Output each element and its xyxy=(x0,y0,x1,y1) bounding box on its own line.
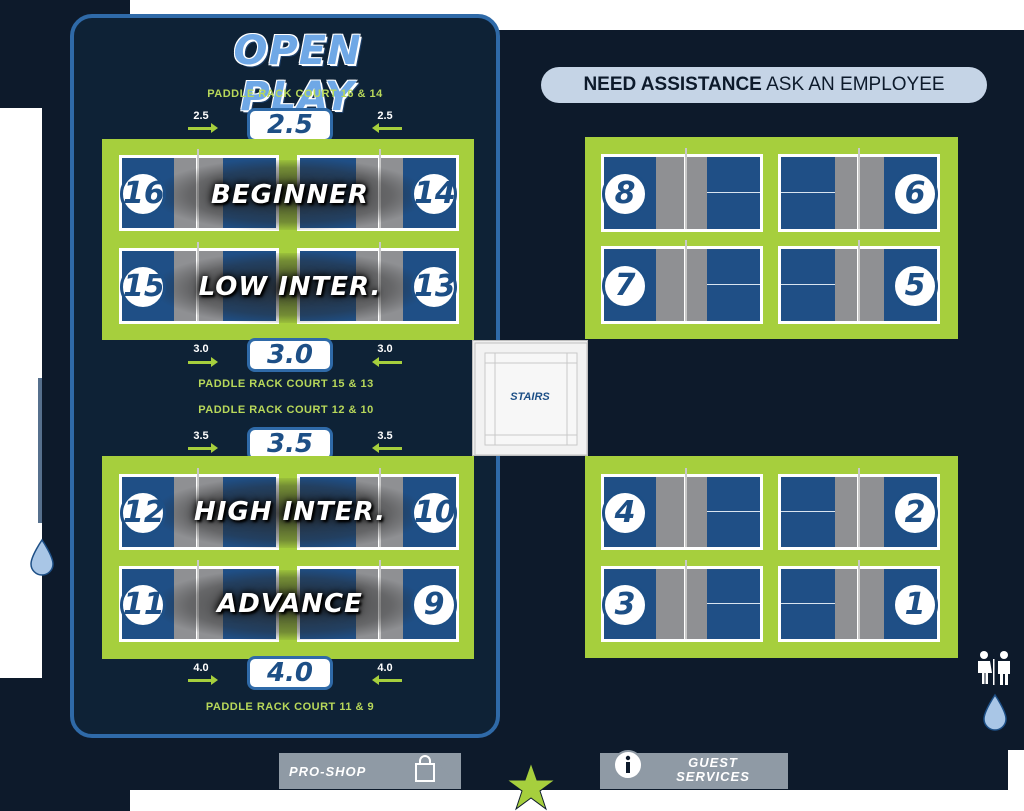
court-number-9: 9 xyxy=(411,582,457,628)
white-notch-left xyxy=(0,108,42,678)
restroom-icon xyxy=(978,651,1010,685)
court-number-5: 5 xyxy=(892,263,938,309)
level-3-5-right-label: 3.5 xyxy=(377,430,393,442)
arrow-left-icon xyxy=(372,123,402,133)
court-number-3: 3 xyxy=(602,582,648,628)
label-shadow xyxy=(160,253,420,323)
court-number-8: 8 xyxy=(602,171,648,217)
court-1[interactable] xyxy=(778,560,940,642)
need-assistance-banner: NEED ASSISTANCE ASK AN EMPLOYEE xyxy=(541,67,987,103)
court-number-13: 13 xyxy=(411,264,457,310)
star-icon xyxy=(505,761,557,811)
arrow-right-icon xyxy=(188,443,218,453)
guest-services-tab-shape xyxy=(600,753,788,789)
assistance-rest: ASK AN EMPLOYEE xyxy=(766,74,945,95)
level-2-5-left-label: 2.5 xyxy=(193,110,209,122)
pro-shop-label: PRO-SHOP xyxy=(289,764,367,779)
level-2-5-right-label: 2.5 xyxy=(377,110,393,122)
level-4-0-right-label: 4.0 xyxy=(377,662,393,674)
label-shadow xyxy=(160,478,420,548)
guest-services-sign[interactable]: GUEST SERVICES xyxy=(600,750,788,789)
level-3-0-left-label: 3.0 xyxy=(193,343,209,355)
court-number-6: 6 xyxy=(892,171,938,217)
rack-label-3-5: PADDLE RACK COURT 12 & 10 xyxy=(198,404,374,416)
skill-label-beginner: BEGINNER xyxy=(211,180,369,210)
building-floor-right xyxy=(1008,30,1024,750)
level-3-5-badge: 3.5 xyxy=(247,427,333,461)
stairs-graphic xyxy=(474,342,588,456)
label-shadow xyxy=(160,570,420,640)
shopping-bag-icon xyxy=(415,755,435,782)
arrow-left-icon xyxy=(372,443,402,453)
court-number-4: 4 xyxy=(602,490,648,536)
level-4-0-left-label: 4.0 xyxy=(193,662,209,674)
skill-label-low-inter: LOW INTER. xyxy=(198,272,382,302)
court-number-16: 16 xyxy=(120,171,166,217)
court-number-2: 2 xyxy=(892,490,938,536)
guest-services-line1: GUEST xyxy=(688,755,738,770)
arrow-right-icon xyxy=(188,123,218,133)
arrow-left-icon xyxy=(372,357,402,367)
level-4-0-badge: 4.0 xyxy=(247,656,333,690)
pro-shop-sign[interactable]: PRO-SHOP xyxy=(279,753,461,789)
rack-label-2-5: PADDLE RACK COURT 16 & 14 xyxy=(207,88,383,100)
level-3-5-left-label: 3.5 xyxy=(193,430,209,442)
guest-services-line2: SERVICES xyxy=(676,769,750,784)
court-number-14: 14 xyxy=(411,171,457,217)
stairs-label: STAIRS xyxy=(510,391,550,403)
court-number-1: 1 xyxy=(892,582,938,628)
court-number-11: 11 xyxy=(120,582,166,628)
skill-label-advance: ADVANCE xyxy=(217,589,363,619)
court-number-10: 10 xyxy=(411,490,457,536)
level-3-0-right-label: 3.0 xyxy=(377,343,393,355)
arrow-right-icon xyxy=(188,357,218,367)
rack-label-3-0: PADDLE RACK COURT 15 & 13 xyxy=(198,378,374,390)
water-drop-icon xyxy=(983,693,1007,731)
level-3-0-badge: 3.0 xyxy=(247,338,333,372)
water-drop-icon xyxy=(30,538,54,576)
open-play-title: OPEN PLAY xyxy=(233,28,362,120)
court-number-7: 7 xyxy=(602,263,648,309)
level-2-5-badge: 2.5 xyxy=(247,108,333,142)
wall-stub xyxy=(38,378,42,523)
info-icon xyxy=(613,750,643,780)
arrow-right-icon xyxy=(188,675,218,685)
guest-services-label: GUEST SERVICES xyxy=(658,756,768,784)
rack-label-4-0: PADDLE RACK COURT 11 & 9 xyxy=(205,701,375,713)
assistance-bold: NEED ASSISTANCE xyxy=(583,74,762,95)
stairs xyxy=(472,340,588,456)
label-shadow xyxy=(160,160,420,230)
court-number-12: 12 xyxy=(120,490,166,536)
skill-label-high-inter: HIGH INTER. xyxy=(194,497,386,527)
arrow-left-icon xyxy=(372,675,402,685)
court-number-15: 15 xyxy=(120,264,166,310)
